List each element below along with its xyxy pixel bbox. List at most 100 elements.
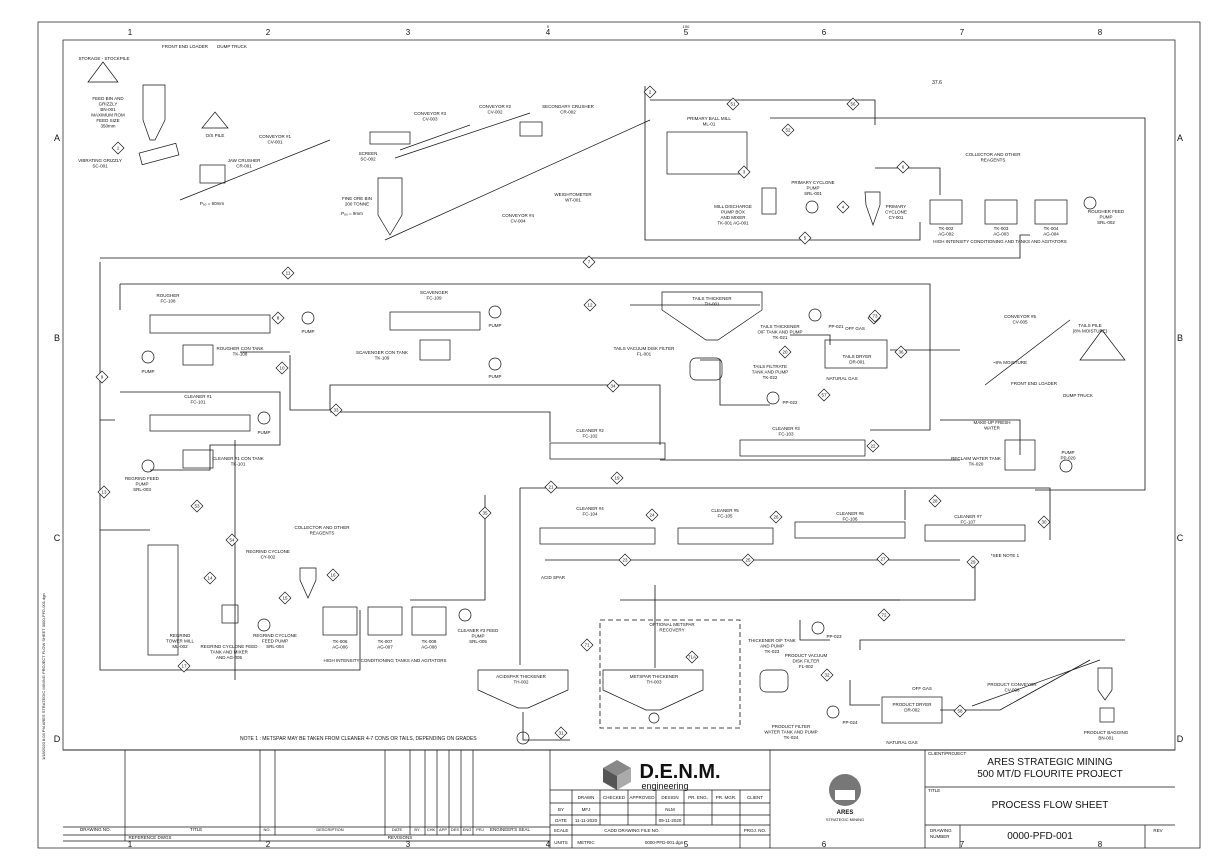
secondary-crusher	[520, 122, 542, 136]
tb-drawing-number: 0000-PFD-001	[1007, 831, 1073, 842]
stream-tag-label-58: 58	[957, 709, 963, 714]
tb-drawing-no-header: DRAWING NO.	[80, 827, 111, 832]
label-cyclone_pump-line-2: SRL-001	[804, 191, 822, 196]
label-thickener_of_tank-line-0: THICKENER O/F TANK	[748, 638, 796, 643]
stream-tag-label-20: 20	[782, 350, 788, 355]
stream-tag-label-21: 21	[548, 485, 554, 490]
tb-rev-header-7: ENG	[463, 827, 472, 832]
label-scavenger-line-0: SCAVENGER	[420, 290, 449, 295]
fine-ore-bin	[378, 178, 402, 235]
metspar-pump	[649, 713, 659, 723]
label-weightometer-line-1: WT-001	[565, 198, 581, 203]
tank-tk002	[930, 200, 962, 224]
tb-title-label: TITLE	[928, 788, 940, 793]
label-acidspar_thickener-line-1: TH-002	[513, 680, 529, 685]
label-tails_filtrate-line-0: TAILS FILTRATE	[753, 364, 787, 369]
label-regrind_cyclone-line-1: CY-002	[261, 555, 276, 560]
tb-scale-label: SCALE	[554, 828, 569, 833]
stream-tag-label-72: 72	[881, 613, 887, 618]
grid-col-bottom-7: 7	[960, 840, 965, 849]
stream-tag-label-32: 32	[824, 673, 830, 678]
tb-sheet-title: PROCESS FLOW SHEET	[992, 800, 1109, 811]
scale-bar-end: 100	[683, 24, 690, 29]
label-tanks-top-2-line-1: AG-004	[1043, 232, 1059, 237]
label-cleaner3_feed_pump-line-1: PUMP	[471, 634, 484, 639]
stream-tag-label-71: 71	[584, 643, 590, 648]
tb-by-0: MFJ	[582, 807, 591, 812]
regrind-cyclone-pump	[258, 619, 270, 631]
label-cleaner4-line-1: FC-104	[582, 512, 598, 517]
label-regrind_feed_tank-line-1: TANK AND MIXER	[210, 650, 248, 655]
tb-company-sub: engineering	[641, 781, 688, 791]
label-conveyor2-line-0: CONVEYOR #2	[479, 104, 512, 109]
stream-tag-label-19: 19	[614, 476, 620, 481]
tb-company-name: D.E.N.M.	[639, 761, 720, 783]
label-scavenger_con_tank-line-0: SCAVENGER CON TANK	[356, 350, 408, 355]
label-regrind_cyclone_pump-line-2: SRL-004	[266, 644, 284, 649]
tb-client-project-line-0: ARES STRATEGIC MINING	[987, 757, 1113, 768]
process-lines	[100, 86, 1145, 740]
label-hi_cond_mid: HIGH INTENSITY CONDITIONING TANKS AND AG…	[323, 658, 446, 663]
label-tails_dryer-line-0: TAILS DRYER	[842, 354, 872, 359]
label-tails_thickener-line-0: TAILS THICKENER	[692, 296, 732, 301]
grid-col-top-3: 3	[406, 28, 411, 37]
label-tanks-mid-2-line-1: AG-008	[421, 645, 437, 650]
label-primary_cyclone-line-1: CYCLONE	[885, 210, 907, 215]
grid-col-top-4: 4	[546, 28, 551, 37]
label-tails_filtrate-line-1: TANK AND PUMP	[752, 370, 788, 375]
label-collector_reagents_top-line-0: COLLECTOR AND OTHER	[966, 152, 1022, 157]
regrind-feed-tank	[222, 605, 238, 623]
os-pile	[202, 112, 228, 128]
tb-date-3: 09-11-2020	[659, 818, 682, 823]
product-bag	[1100, 708, 1114, 722]
tb-rev-header-5: APP	[439, 827, 447, 832]
stream-tag-label-30: 30	[1041, 520, 1047, 525]
label-cleaner3-line-0: CLEANER #3	[772, 426, 800, 431]
tb-engineers-seal: ENGINEER'S SEAL	[490, 827, 531, 832]
label-cleaner1_con_tank-line-1: TK-101	[231, 462, 246, 467]
label-feed_bin-line-5: 350mm	[100, 124, 115, 129]
label-conveyor1-line-1: CV-001	[267, 140, 283, 145]
tb-role-3: DESIGN	[661, 795, 678, 800]
label-cleaner2-line-0: CLEANER #2	[576, 428, 604, 433]
label-collector_reagents_top-line-1: REAGENTS	[981, 158, 1006, 163]
label-collector_reagents_mid-line-1: REAGENTS	[310, 531, 335, 536]
label-product_dryer-line-1: DR-002	[904, 708, 920, 713]
label-reclaim_tank-line-1: TK-020	[969, 462, 984, 467]
tails-vacuum-filter	[690, 358, 722, 380]
label-tt_of_tank-line-0: TAILS THICKENER	[760, 324, 800, 329]
tb-revisions: REVISIONS	[388, 835, 413, 840]
tb-role-6: CLIENT	[747, 795, 763, 800]
grid-col-top-5: 5	[684, 28, 689, 37]
label-fine_ore_bin-line-0: FINE ORE BIN	[342, 196, 372, 201]
label-ball_mill-line-1: ML-01	[703, 122, 716, 127]
label-see_note: *SEE NOTE 1	[991, 553, 1020, 558]
label-thickener_of_tank-line-2: TK-023	[765, 649, 780, 654]
stream-tag-label-71A: 71A	[688, 655, 696, 660]
stream-tag-label-52: 52	[785, 128, 791, 133]
label-pp023: PP-023	[826, 634, 842, 639]
label-regrind_mill-line-1: TOWER MILL	[166, 639, 194, 644]
label-conveyor3-line-0: CONVEYOR #3	[414, 111, 447, 116]
label-pp024: PP-024	[842, 720, 858, 725]
label-regrind_mill-line-0: REGRIND	[170, 633, 192, 638]
stream-tag-label-22: 22	[870, 444, 876, 449]
label-mill_discharge-line-0: MILL DISCHARGE	[714, 204, 752, 209]
label-cleaner7-line-0: CLEANER #7	[954, 514, 982, 519]
stream-tag-label-35: 35	[482, 511, 488, 516]
label-tails_pile-line-1: (8% MOISTURE)	[1073, 329, 1108, 334]
product-bagging-bin	[1098, 668, 1112, 700]
tb-rev-header-1: DESCRIPTION	[316, 827, 343, 832]
label-acid_spar: ACID SPAR	[541, 575, 566, 580]
ares-helmet-logo-icon	[829, 774, 861, 806]
cleaner2-cells	[550, 443, 665, 459]
tb-role-2: APPROVED	[629, 795, 655, 800]
label-p80_9: P₈₀ = 9mm	[341, 211, 363, 216]
label-pp020-line-1: PP-020	[1060, 456, 1076, 461]
cleaner3-feed-pump	[459, 609, 471, 621]
label-ball_mill-line-0: PRIMARY BALL MILL	[687, 116, 731, 121]
label-secondary_crusher-line-0: SECONDARY CRUSHER	[542, 104, 595, 109]
cleaner1-cells	[150, 415, 250, 431]
grid-col-bottom-8: 8	[1098, 840, 1103, 849]
